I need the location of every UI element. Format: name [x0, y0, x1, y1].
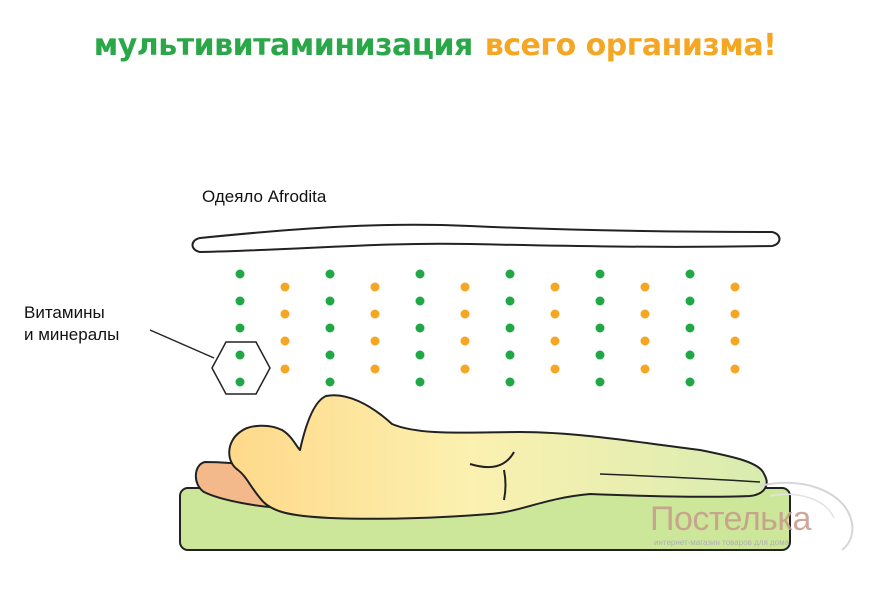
vitamin-dot-green [235, 377, 245, 387]
logo-arc-icon-inner [769, 493, 835, 519]
vitamin-hexagon [211, 341, 271, 395]
vitamin-dot-green [595, 350, 605, 360]
logo-name: Постелька [650, 500, 811, 538]
vitamin-dots [235, 269, 740, 387]
vitamin-dot-green [595, 296, 605, 306]
logo-arc-icon [759, 481, 854, 551]
vitamin-dot-green [505, 350, 515, 360]
vitamin-dot-green [595, 269, 605, 279]
vitamin-dot-green [685, 350, 695, 360]
vitamin-dot-orange [370, 336, 380, 346]
vitamin-dot-green [595, 377, 605, 387]
vitamins-label-line2: и минералы [24, 325, 120, 344]
vitamin-dot-orange [550, 364, 560, 374]
vitamin-dot-green [235, 350, 245, 360]
page-heading: мультивитаминизация всего организма! [0, 28, 870, 63]
vitamin-dot-green [415, 269, 425, 279]
vitamin-dot-green [325, 323, 335, 333]
heading-part-green: мультивитаминизация [93, 28, 474, 63]
vitamin-dot-green [235, 269, 245, 279]
vitamin-dot-green [235, 323, 245, 333]
vitamin-dot-orange [730, 336, 740, 346]
vitamin-dot-orange [730, 309, 740, 319]
vitamin-dot-green [415, 350, 425, 360]
vitamin-dot-green [685, 269, 695, 279]
vitamin-dot-orange [640, 282, 650, 292]
pointer-line [149, 329, 215, 359]
vitamin-dot-orange [460, 309, 470, 319]
vitamin-dot-orange [550, 282, 560, 292]
vitamins-label-line1: Витамины [24, 303, 105, 322]
legs-line [599, 473, 761, 483]
vitamin-dot-green [415, 323, 425, 333]
vitamin-dot-green [325, 350, 335, 360]
vitamin-dot-orange [280, 336, 290, 346]
vitamin-dot-orange [730, 364, 740, 374]
vitamin-dot-green [505, 269, 515, 279]
vitamin-dot-orange [640, 364, 650, 374]
vitamin-dot-green [685, 296, 695, 306]
vitamin-dot-green [325, 377, 335, 387]
vitamin-dot-green [595, 323, 605, 333]
vitamin-dot-green [415, 296, 425, 306]
buttocks-line [469, 451, 515, 501]
vitamin-dot-orange [370, 282, 380, 292]
vitamin-dot-orange [370, 309, 380, 319]
vitamin-dot-green [505, 323, 515, 333]
vitamin-dot-orange [280, 309, 290, 319]
vitamin-dot-orange [280, 282, 290, 292]
vitamin-dot-green [415, 377, 425, 387]
vitamin-dot-orange [730, 282, 740, 292]
heading-part-orange: всего организма! [484, 28, 777, 63]
vitamin-dot-orange [550, 309, 560, 319]
vitamin-dot-orange [460, 364, 470, 374]
vitamin-dot-green [235, 296, 245, 306]
blanket-shape [191, 223, 781, 254]
vitamin-dot-orange [640, 336, 650, 346]
vitamin-dot-green [325, 296, 335, 306]
blanket-label: Одеяло Afrodita [202, 187, 327, 206]
vitamins-label: Витамины и минералы [24, 302, 119, 346]
vitamin-dot-green [505, 296, 515, 306]
vitamin-dot-orange [460, 282, 470, 292]
vitamin-dot-green [325, 269, 335, 279]
vitamin-dot-orange [280, 364, 290, 374]
vitamin-dot-orange [460, 336, 470, 346]
person-silhouette [228, 394, 768, 520]
vitamin-dot-orange [370, 364, 380, 374]
vitamin-dot-green [505, 377, 515, 387]
vitamin-dot-green [685, 323, 695, 333]
vitamin-dot-orange [550, 336, 560, 346]
vitamin-dot-orange [640, 309, 650, 319]
vitamin-dot-green [685, 377, 695, 387]
logo-tagline: интернет-магазин товаров для дома [654, 538, 790, 547]
